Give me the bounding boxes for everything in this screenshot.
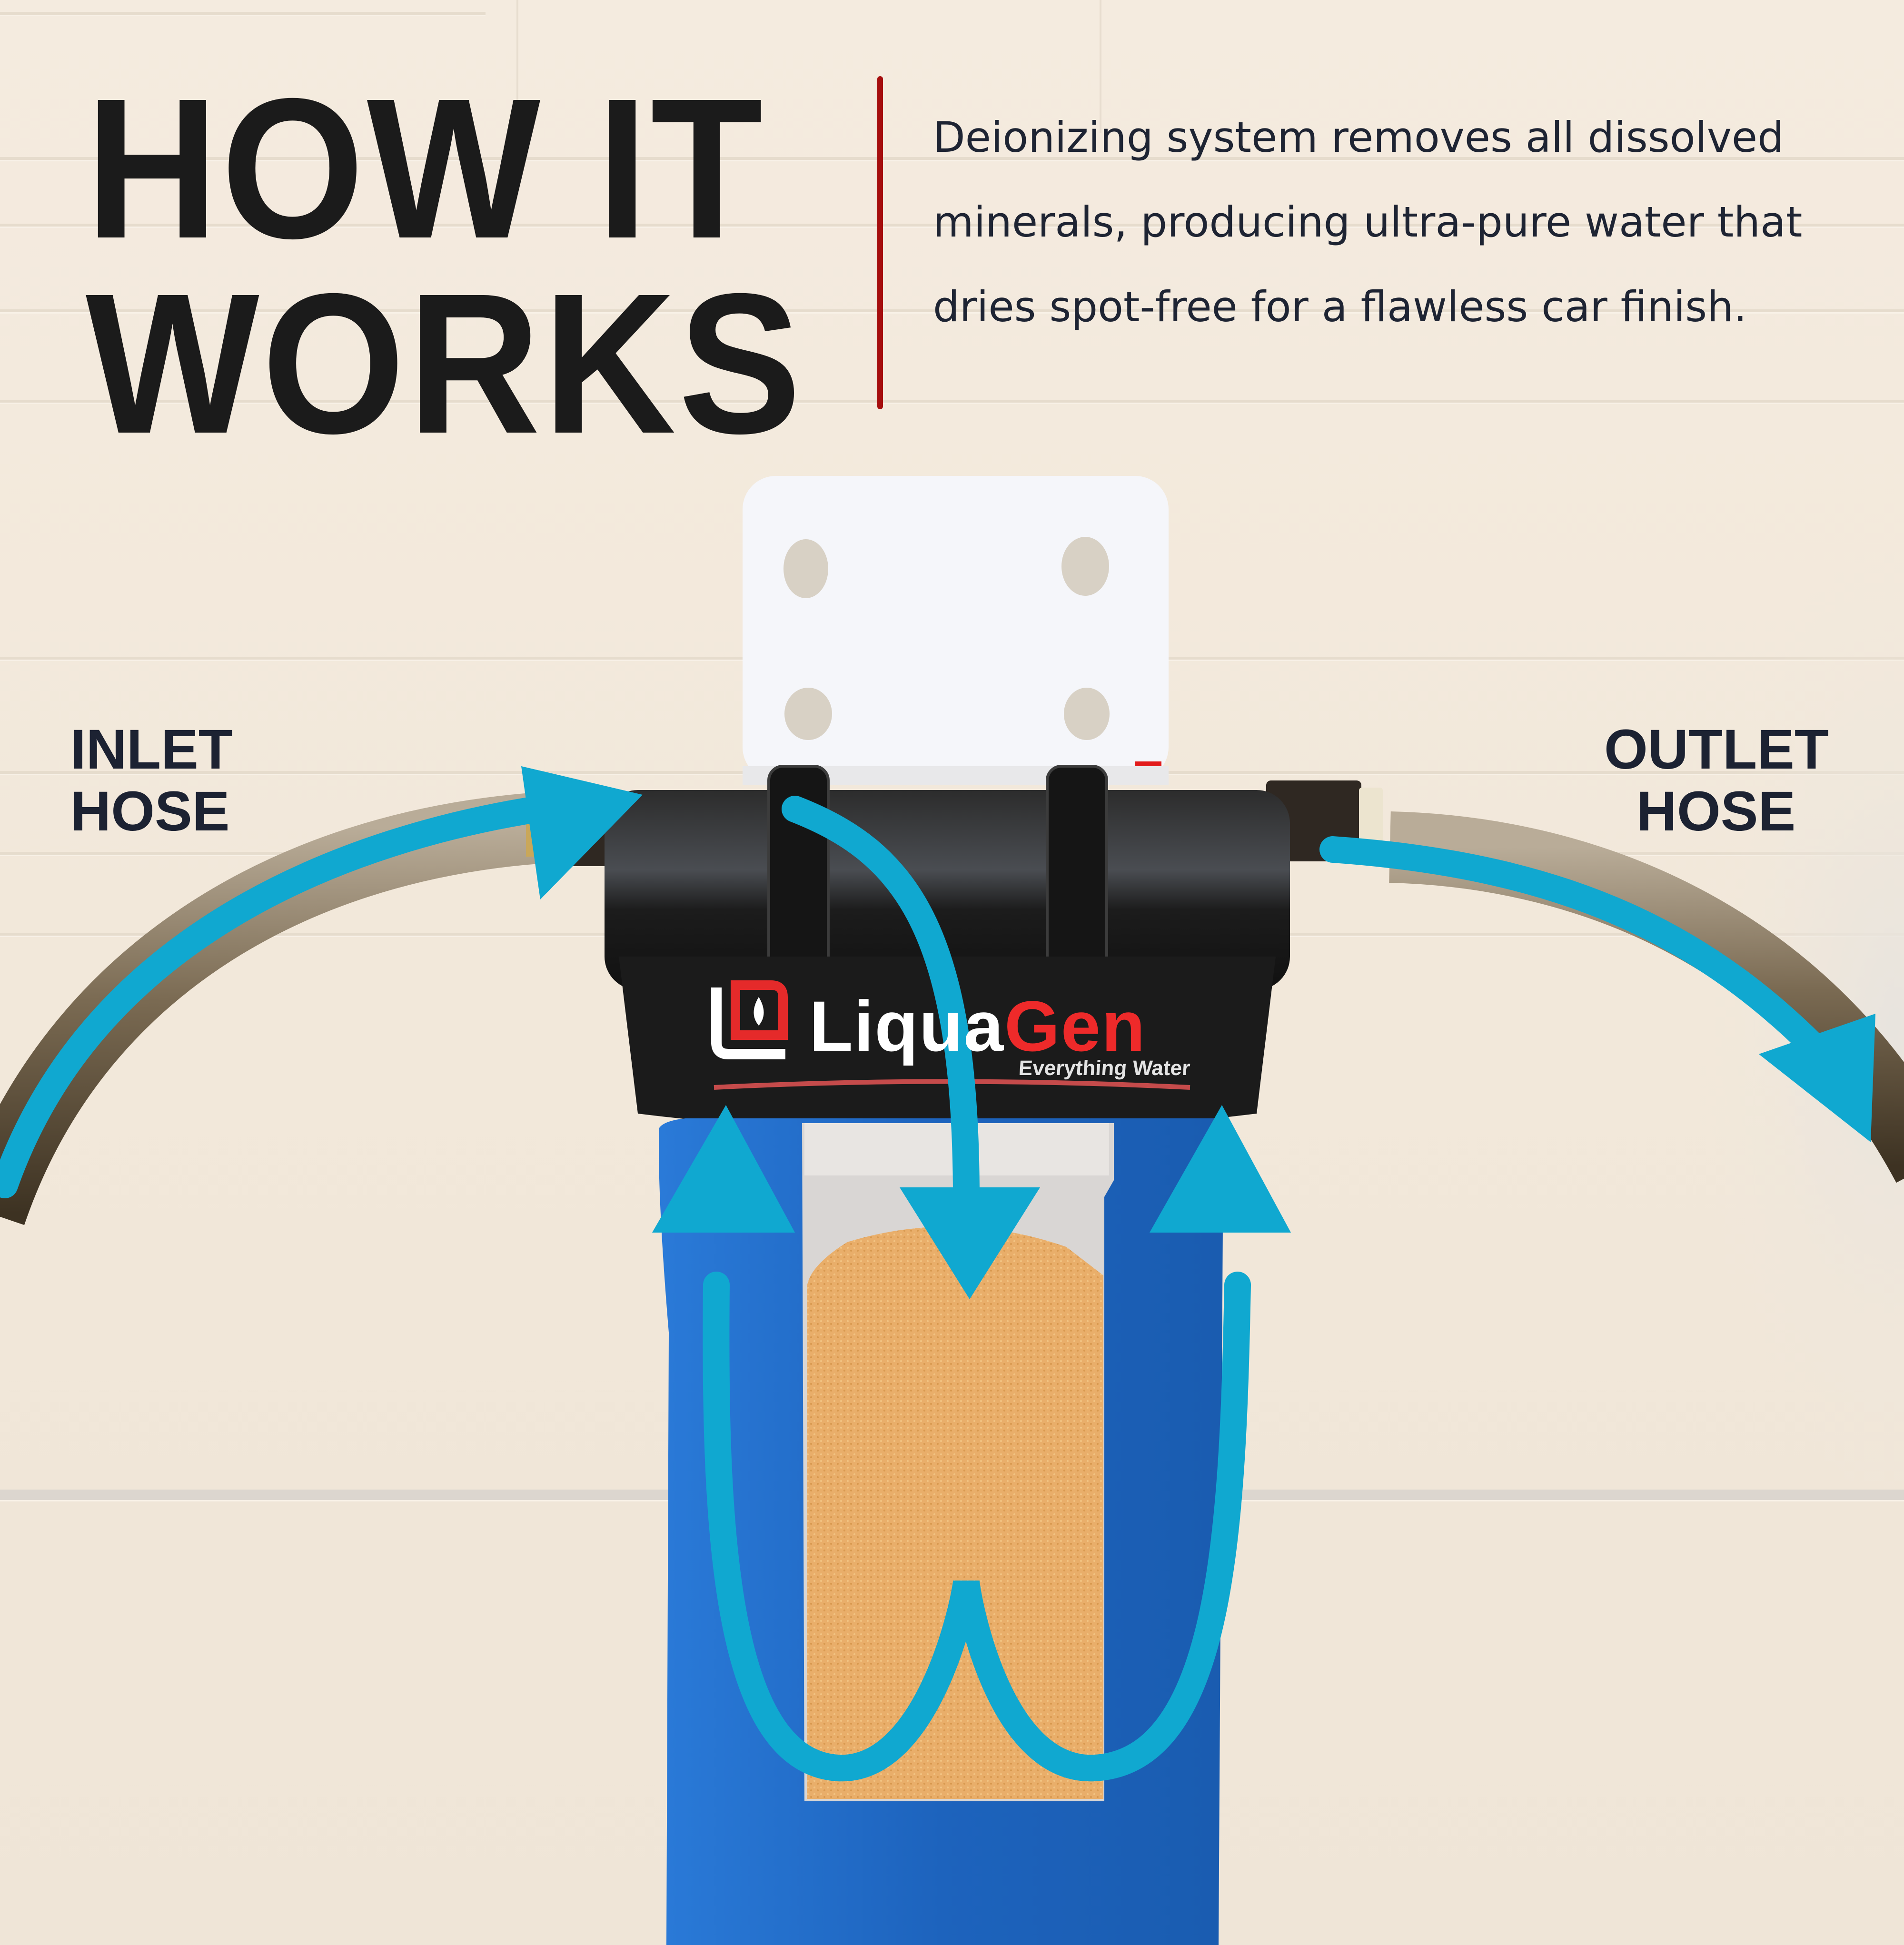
down-arrowhead-icon (900, 1187, 1040, 1299)
panel-line (0, 157, 1904, 160)
brand-name-part2: Gen (1004, 986, 1146, 1066)
panel-line (0, 224, 1904, 227)
resin-bed (807, 1226, 1103, 1799)
inlet-label-line1: INLET (70, 718, 233, 781)
inlet-label-line2: HOSE (70, 780, 230, 843)
title-divider (877, 76, 883, 409)
return-flow-path (703, 1272, 1251, 1782)
panel-line (0, 400, 1904, 403)
title-line-2: WORKS (86, 252, 804, 475)
bracket-hole (784, 688, 832, 740)
down-arrow-shaft (782, 796, 980, 1213)
brand-logo-mark (711, 980, 788, 1059)
panel-vertical (1100, 0, 1101, 133)
brand-name-part1: Liqua (809, 986, 1004, 1066)
bracket-hole (1061, 537, 1109, 596)
left-up-arrowhead-icon (652, 1105, 795, 1233)
outlet-hose-label: OUTLET HOSE (1604, 718, 1829, 843)
panel-line (0, 309, 1904, 312)
title-line-1: HOW IT (86, 57, 766, 280)
bracket-hole (1064, 688, 1110, 740)
inlet-arrowhead-icon (521, 766, 643, 899)
arrowheads (521, 766, 1875, 1299)
brand-name: LiquaGen (809, 985, 1146, 1067)
outlet-arrowhead-icon (1759, 1014, 1875, 1142)
description-text: Deionizing system removes all dissolved … (933, 113, 1803, 331)
outlet-port-post (1046, 765, 1108, 991)
mounting-bracket (743, 476, 1169, 780)
inlet-hose-label: INLET HOSE (70, 719, 233, 842)
panel-vertical (516, 0, 518, 105)
brand-tagline: Everything Water (1018, 1056, 1191, 1080)
outlet-arrow-shaft (1319, 836, 1851, 1084)
panel-line (0, 12, 486, 15)
water-drop-icon (754, 997, 764, 1026)
inlet-arrow (0, 796, 551, 1198)
page-title: HOW IT WORKS (86, 57, 804, 475)
bracket-hole (783, 539, 828, 598)
right-up-arrowhead-icon (1150, 1105, 1291, 1233)
outlet-label-line1: OUTLET (1604, 718, 1829, 781)
outlet-label-line2: HOSE (1636, 780, 1796, 843)
flow-arrows (0, 796, 1851, 1782)
